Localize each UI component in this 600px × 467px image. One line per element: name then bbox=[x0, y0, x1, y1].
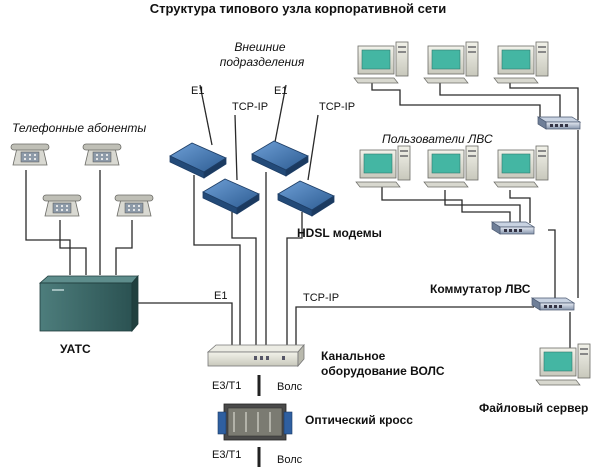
e3t1-bottom-label: E3/T1 bbox=[212, 449, 241, 461]
lan-workstations bbox=[353, 41, 549, 188]
channel-equipment bbox=[206, 343, 305, 368]
computer-icon bbox=[493, 145, 549, 188]
tcpip-left-label: TCP-IP bbox=[232, 101, 268, 113]
lan-switch-label: Коммутатор ЛВС bbox=[430, 282, 531, 296]
lan-users-label: Пользователи ЛВС bbox=[382, 132, 493, 146]
diagram-title: Структура типового узла корпоративной се… bbox=[150, 1, 447, 16]
modem-icon bbox=[202, 178, 260, 215]
phone-icon bbox=[114, 194, 154, 217]
channel-equipment-label-line1: Канальное bbox=[321, 349, 386, 363]
modem-icon bbox=[251, 140, 309, 177]
phone-icon bbox=[82, 143, 122, 166]
computer-icon bbox=[493, 41, 549, 84]
lan-switch-upper-icon bbox=[537, 116, 581, 130]
e1-pbx-label: E1 bbox=[214, 290, 227, 302]
computer-icon bbox=[353, 41, 409, 84]
phone-subscribers-label: Телефонные абоненты bbox=[12, 121, 146, 135]
telephone-subscribers bbox=[10, 143, 154, 217]
channel-equipment-label-line2: оборудование ВОЛС bbox=[321, 364, 445, 378]
file-server-label: Файловый сервер bbox=[479, 401, 588, 415]
computer-icon bbox=[423, 145, 479, 188]
uats-label: УАТС bbox=[60, 342, 91, 356]
optical-cross bbox=[217, 403, 293, 441]
e3t1-top-label: E3/T1 bbox=[212, 380, 241, 392]
computer-icon bbox=[423, 41, 479, 84]
phone-icon bbox=[10, 143, 50, 166]
phone-icon bbox=[42, 194, 82, 217]
modem-icon bbox=[169, 142, 227, 179]
server-icon bbox=[535, 343, 591, 386]
external-units-label-line2: подразделения bbox=[220, 55, 305, 69]
tcpip-switch-label: TCP-IP bbox=[303, 292, 339, 304]
computer-icon bbox=[355, 145, 411, 188]
vols-bottom-label: Волс bbox=[277, 454, 303, 466]
vols-top-label: Волс bbox=[277, 381, 303, 393]
lan-switch-main-icon bbox=[531, 297, 575, 311]
lan-switch-middle-icon bbox=[491, 221, 535, 235]
file-server bbox=[535, 343, 591, 386]
external-units-label-line1: Внешние bbox=[234, 40, 286, 54]
e1-right-label: E1 bbox=[274, 85, 287, 97]
hdsl-modems-label: HDSL модемы bbox=[297, 226, 382, 240]
modem-icon bbox=[277, 180, 335, 217]
optical-cross-label: Оптический кросс bbox=[305, 413, 413, 427]
pbx-device bbox=[38, 274, 139, 333]
tcpip-right-label: TCP-IP bbox=[319, 101, 355, 113]
e1-left-label: E1 bbox=[191, 85, 204, 97]
